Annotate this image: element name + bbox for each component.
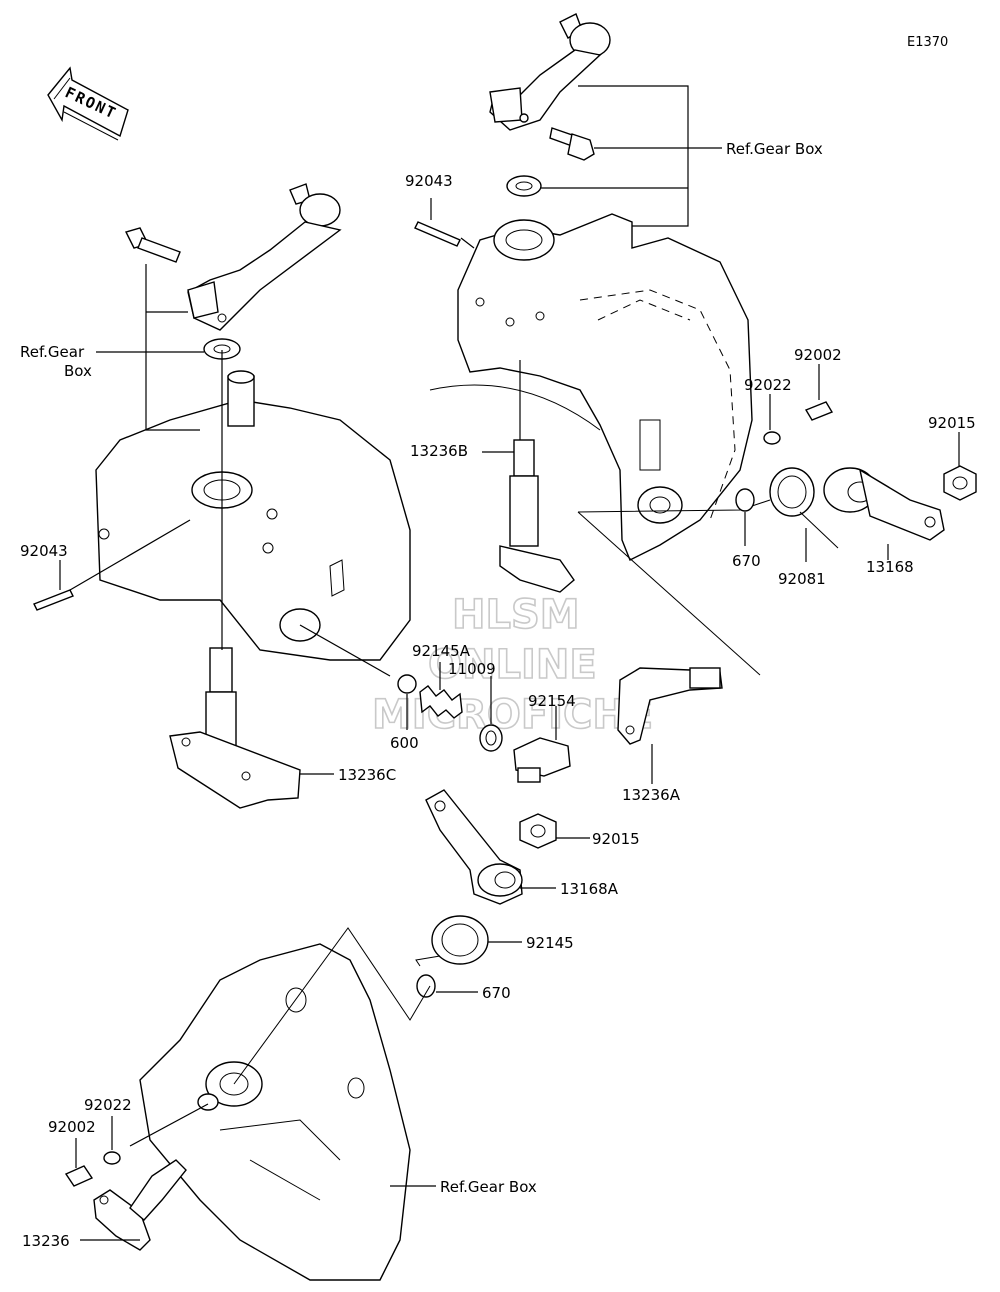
pin-92043-top xyxy=(414,221,461,247)
spring-92145A xyxy=(419,685,463,719)
washer-11009 xyxy=(479,724,503,752)
washer-92022-right xyxy=(763,431,781,445)
label-92043-left: 92043 xyxy=(20,542,68,560)
label-13168: 13168 xyxy=(866,558,914,576)
label-92022-bottom: 92022 xyxy=(84,1096,132,1114)
spring-92145 xyxy=(415,915,489,967)
watermark-line-1: HLSM xyxy=(452,592,580,638)
shift-shaft-13236C xyxy=(169,647,301,809)
arm-13168A xyxy=(425,789,523,905)
label-92081: 92081 xyxy=(778,570,826,588)
label-670-mid: 670 xyxy=(482,984,511,1002)
gear-box-case-bottom xyxy=(139,943,411,1281)
oring-670-right xyxy=(735,488,755,512)
shaft-13236 xyxy=(93,1159,187,1251)
bolt-top xyxy=(549,127,595,161)
label-92002-bottom: 92002 xyxy=(48,1118,96,1136)
leader-lines xyxy=(59,85,960,1241)
bolt-left xyxy=(124,227,181,263)
gear-box-case-top xyxy=(429,213,771,561)
label-92015-mid: 92015 xyxy=(592,830,640,848)
label-92022-right: 92022 xyxy=(744,376,792,394)
ball-600 xyxy=(397,674,417,694)
plug-92154 xyxy=(513,737,571,783)
watermark-line-3: MICROFICHE xyxy=(372,692,653,738)
ref-gear-box-top: Ref.Gear Box xyxy=(726,140,823,158)
gear-box-case-left xyxy=(95,370,411,661)
spring-92081 xyxy=(769,467,839,549)
ref-gear-box-left-line2: Box xyxy=(64,362,92,380)
watermark-line-2: ONLINE xyxy=(428,642,597,688)
label-92002-right: 92002 xyxy=(794,346,842,364)
leader-bottom-case xyxy=(233,927,431,1085)
label-92145A: 92145A xyxy=(412,642,471,660)
shaft-13236A xyxy=(577,511,761,745)
label-92154: 92154 xyxy=(528,692,576,710)
label-670-right: 670 xyxy=(732,552,761,570)
bolt-92002-bottom xyxy=(64,1165,94,1187)
label-92145: 92145 xyxy=(526,934,574,952)
oring-670-mid xyxy=(416,974,436,998)
bolt-92002-right xyxy=(804,401,834,421)
label-92015-right: 92015 xyxy=(928,414,976,432)
label-92043-top: 92043 xyxy=(405,172,453,190)
shift-shaft-13236B xyxy=(499,439,575,593)
seal-top xyxy=(506,175,542,197)
label-13236C: 13236C xyxy=(338,766,396,784)
label-600: 600 xyxy=(390,734,419,752)
label-13168A: 13168A xyxy=(560,880,619,898)
ref-gear-box-bottom: Ref.Gear Box xyxy=(440,1178,537,1196)
label-13236: 13236 xyxy=(22,1232,70,1250)
label-13236B: 13236B xyxy=(410,442,468,460)
shift-lever-top xyxy=(489,13,611,131)
arm-13168 xyxy=(823,467,945,541)
label-13236A: 13236A xyxy=(622,786,681,804)
washer-92022-bottom xyxy=(103,1151,121,1165)
ref-gear-box-left-line1: Ref.Gear xyxy=(20,343,85,361)
watermark: HLSM ONLINE MICROFICHE xyxy=(371,591,654,739)
shift-lever-left xyxy=(187,183,342,331)
diagram-code: E1370 xyxy=(907,35,948,50)
label-11009: 11009 xyxy=(448,660,496,678)
nut-92015-mid xyxy=(519,813,557,849)
front-arrow-icon: FRONT xyxy=(47,66,129,141)
pin-92043-left xyxy=(33,589,74,611)
nut-92015-right xyxy=(943,465,977,501)
